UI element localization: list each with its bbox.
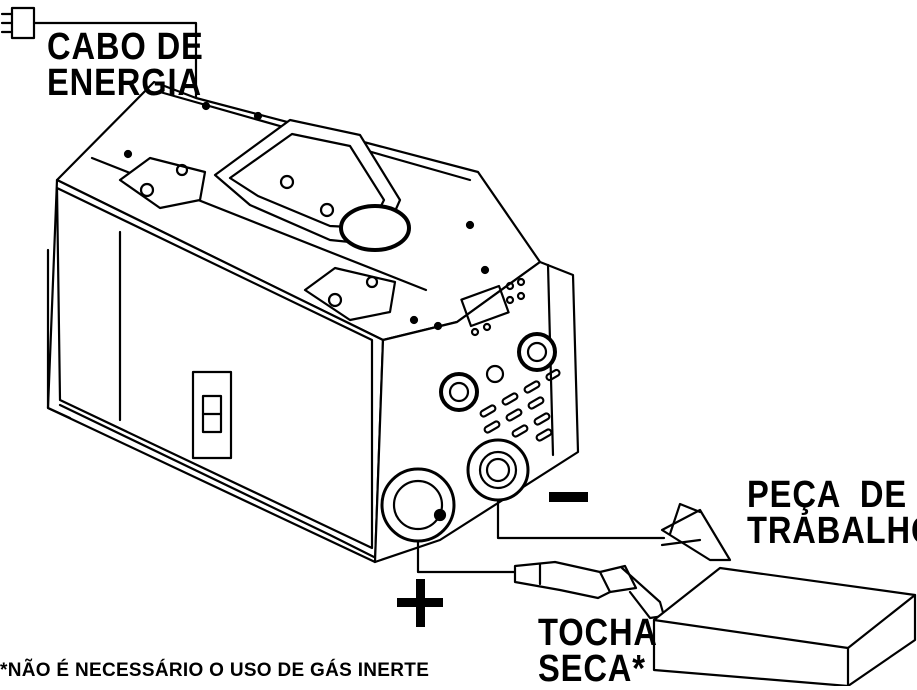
workpiece-label-line2: TRABALHO bbox=[747, 510, 917, 552]
power-cable-label-line1: CABO DE bbox=[47, 26, 204, 68]
positive-symbol bbox=[397, 579, 443, 627]
power-switch bbox=[191, 370, 233, 460]
torch-cable bbox=[416, 539, 522, 574]
knob-left bbox=[439, 372, 479, 412]
negative-terminal bbox=[466, 438, 530, 502]
vent-grille bbox=[479, 368, 561, 442]
footnote-inert-gas: *NÃO É NECESSÁRIO O USO DE GÁS INERTE bbox=[0, 660, 430, 681]
welder-machine bbox=[46, 80, 580, 564]
positive-terminal bbox=[380, 467, 456, 543]
torch-label-line2: SECA* bbox=[538, 648, 646, 690]
hinge-bottom bbox=[303, 266, 397, 322]
power-cable-label-line2: ENERGIA bbox=[47, 62, 202, 104]
knob-right bbox=[517, 332, 557, 372]
workpiece-plate bbox=[652, 566, 917, 686]
power-cable-line bbox=[32, 21, 198, 100]
carry-handle bbox=[213, 118, 411, 252]
workpiece-label-line1: PEÇA DE bbox=[747, 474, 908, 516]
torch bbox=[513, 560, 666, 620]
ground-cable bbox=[496, 498, 666, 540]
plug-icon bbox=[0, 6, 36, 40]
negative-symbol bbox=[549, 492, 588, 502]
ground-clamp bbox=[660, 502, 732, 562]
torch-label-line1: TOCHA bbox=[538, 612, 658, 654]
hinge-top bbox=[118, 156, 207, 210]
